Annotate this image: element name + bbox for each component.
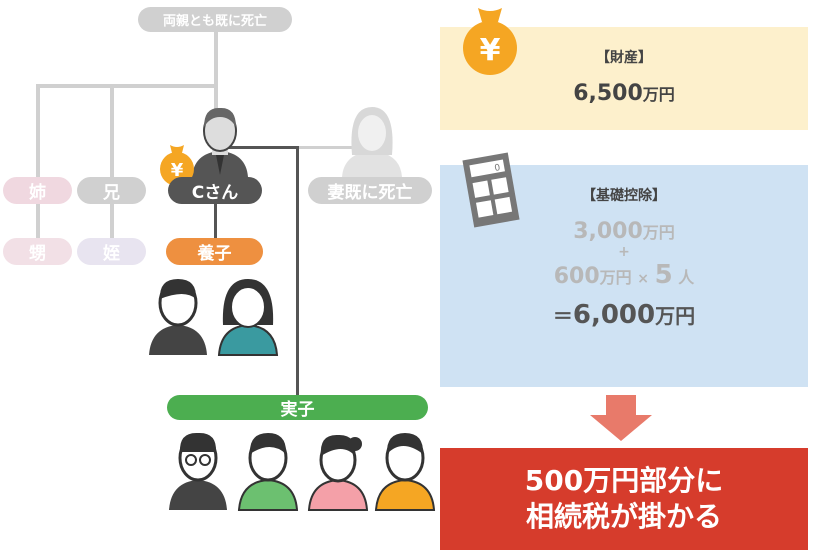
svg-text:¥: ¥ — [171, 160, 184, 181]
parents-label: 両親とも既に死亡 — [138, 7, 292, 32]
biological-child-icon — [237, 433, 299, 511]
yen-bag-icon: ¥ — [463, 8, 517, 75]
nephew-label: 甥 — [3, 238, 72, 265]
conclusion-box: 500万円部分に 相続税が掛かる — [440, 448, 808, 550]
heir-count: 5 — [654, 260, 673, 290]
result-unit: 万円 — [655, 304, 696, 328]
parents-line — [214, 32, 218, 110]
brother-label: 兄 — [77, 177, 146, 204]
adopted-line — [214, 204, 217, 240]
per-heir-amount: 600 — [553, 264, 600, 289]
biological-child-icon — [169, 432, 227, 510]
calculator-icon: 0 — [462, 152, 520, 228]
assets-value: 6,500 — [573, 81, 643, 106]
conclusion-line2: 相続税が掛かる — [525, 500, 722, 533]
svg-text:0: 0 — [494, 163, 502, 174]
adopted-child-icon — [217, 279, 279, 356]
spouse-line — [296, 146, 352, 149]
biological-child-icon — [374, 433, 436, 511]
sister-line — [36, 84, 40, 254]
down-arrow-icon — [590, 395, 652, 441]
assets-unit: 万円 — [642, 85, 675, 104]
equals-sign: ＝ — [552, 304, 573, 328]
base-unit: 万円 — [642, 223, 675, 242]
deduction-title: 【基礎控除】 — [582, 188, 666, 204]
heir-unit: 人 — [678, 268, 695, 287]
conclusion-line1: 500万円部分に — [524, 463, 724, 497]
spouse-label: 妻既に死亡 — [308, 177, 432, 204]
assets-title: 【財産】 — [596, 50, 652, 66]
spouse-person-icon — [342, 107, 402, 177]
per-heir-unit: 万円 — [599, 268, 632, 287]
adopted-label: 養子 — [166, 238, 263, 265]
plus-sign: + — [618, 244, 630, 260]
adopted-child-icon — [149, 279, 207, 355]
biological-label: 実子 — [167, 395, 428, 420]
deceased-person-icon — [192, 107, 248, 177]
svg-text:¥: ¥ — [480, 33, 501, 68]
deduction-result: 6,000 — [572, 300, 656, 330]
children-line — [228, 146, 298, 149]
brother-line — [110, 84, 114, 254]
times-sign: × — [637, 271, 649, 287]
biological-child-icon — [307, 434, 369, 511]
sister-label: 姉 — [3, 177, 72, 204]
children-vertical-line — [296, 146, 299, 396]
siblings-line — [36, 84, 218, 88]
base-amount: 3,000 — [573, 219, 643, 244]
deceased-label: Cさん — [168, 177, 262, 204]
niece-label: 姪 — [77, 238, 146, 265]
